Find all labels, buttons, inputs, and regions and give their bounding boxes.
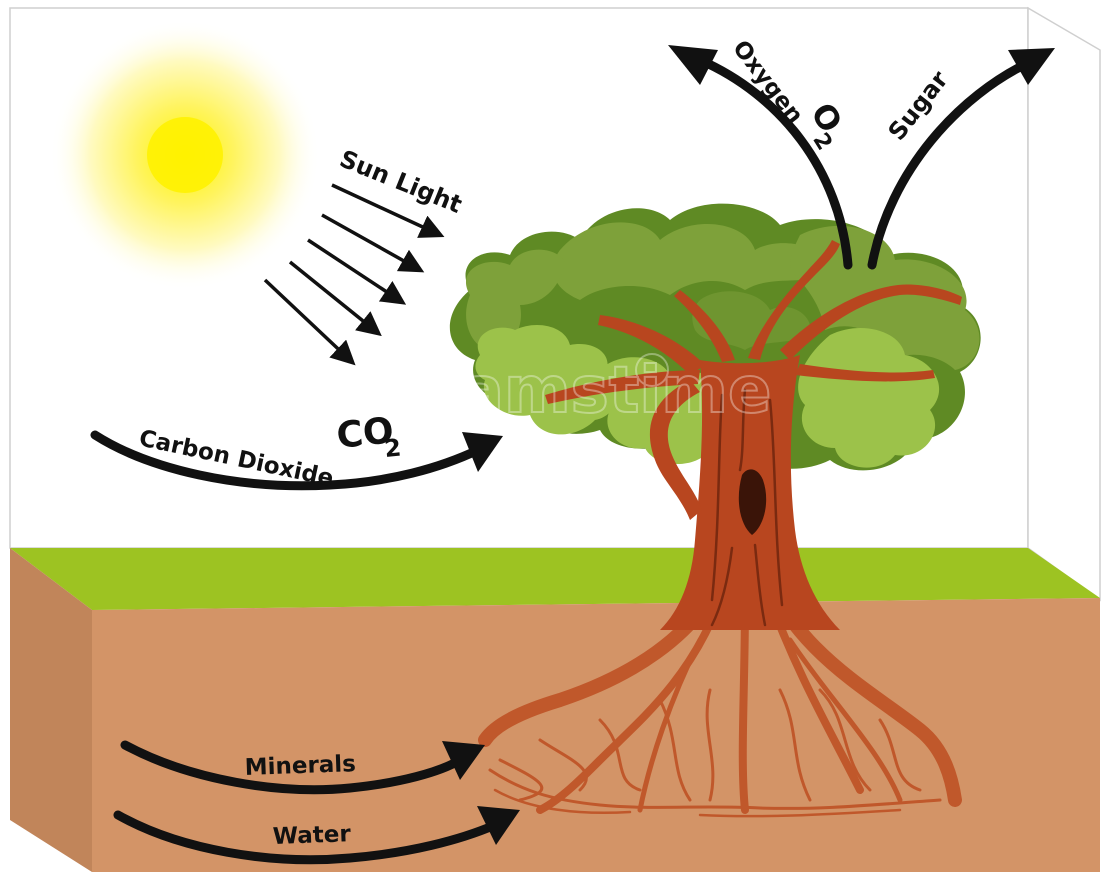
soil-front [92,598,1100,872]
watermark-text: dreamstime [340,354,771,428]
minerals-label: Minerals [244,751,356,781]
water-label: Water [272,821,352,850]
ground [10,548,1100,872]
co2-subscript: 2 [383,433,403,463]
watermark: dreamstime [340,354,771,428]
sun-icon [50,20,320,290]
